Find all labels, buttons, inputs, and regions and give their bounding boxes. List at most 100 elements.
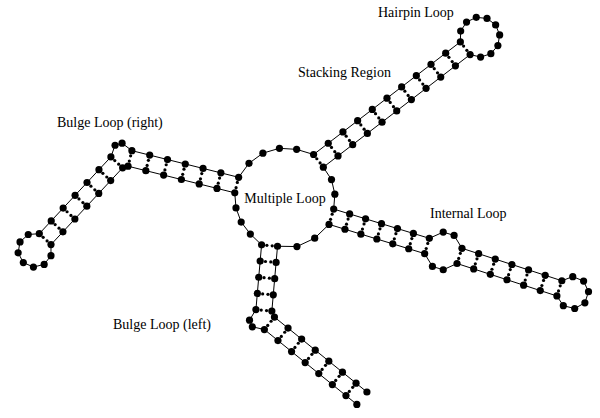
base-pair-dot bbox=[557, 289, 560, 292]
nucleotide-dot bbox=[364, 130, 371, 137]
backbone-strand bbox=[462, 248, 562, 280]
nucleotide-dot bbox=[331, 191, 338, 198]
nucleotide-dot bbox=[483, 15, 490, 22]
nucleotide-dot bbox=[255, 274, 262, 281]
base-pair-dot bbox=[421, 83, 424, 86]
structure-label: Stacking Region bbox=[298, 64, 391, 81]
base-pair-dot bbox=[351, 386, 354, 389]
structure-label: Hairpin Loop bbox=[378, 4, 454, 21]
nucleotide-dot bbox=[325, 358, 332, 365]
base-pair-dot bbox=[128, 159, 131, 162]
base-pair-dot bbox=[457, 257, 460, 260]
nucleotide-dot bbox=[537, 287, 544, 294]
base-pair-dot bbox=[345, 223, 348, 226]
nucleotide-dot bbox=[440, 229, 447, 236]
nucleotide-dot bbox=[427, 61, 434, 68]
base-pair-dot bbox=[462, 45, 465, 48]
nucleotide-dot bbox=[160, 171, 167, 178]
backbone-strand bbox=[39, 157, 111, 234]
nucleotide-dot bbox=[199, 165, 206, 172]
base-pair-dot bbox=[57, 227, 60, 230]
nucleotide-dot bbox=[107, 177, 114, 184]
nucleotide-dot bbox=[453, 260, 460, 267]
base-pair-dot bbox=[490, 268, 493, 271]
nucleotide-dot bbox=[107, 153, 114, 160]
base-pair-dot bbox=[181, 173, 184, 176]
base-pair-dot bbox=[321, 368, 324, 371]
base-pair-dot bbox=[329, 218, 332, 221]
base-pair-dot bbox=[199, 177, 202, 180]
nucleotide-dot bbox=[496, 31, 503, 38]
base-pair-dot bbox=[271, 244, 274, 247]
base-pair-dot bbox=[451, 60, 454, 63]
base-pair-dot bbox=[315, 157, 318, 160]
base-pair-dot bbox=[389, 101, 392, 104]
nucleotide-dot bbox=[363, 388, 370, 395]
base-pair-dot bbox=[331, 213, 334, 216]
base-pair-dot bbox=[436, 71, 439, 74]
base-pair-dot bbox=[163, 168, 166, 171]
backbone-strand bbox=[460, 17, 499, 57]
nucleotide-dot bbox=[470, 265, 477, 272]
base-pair-dot bbox=[69, 214, 72, 217]
nucleotide-dot bbox=[369, 106, 376, 113]
backbone-strand bbox=[557, 277, 589, 309]
nucleotide-dot bbox=[196, 180, 203, 187]
base-pair-dot bbox=[54, 223, 57, 226]
nucleotide-dot bbox=[47, 241, 54, 248]
nucleotide-dot bbox=[429, 263, 436, 270]
nucleotide-dot bbox=[580, 277, 587, 284]
nucleotide-dot bbox=[378, 119, 385, 126]
nucleotide-dot bbox=[494, 42, 501, 49]
nucleotide-dot bbox=[525, 266, 532, 273]
nucleotide-dot bbox=[95, 190, 102, 197]
base-pair-dot bbox=[330, 146, 333, 149]
base-pair-dot bbox=[426, 242, 429, 245]
nucleotide-dot bbox=[182, 160, 189, 167]
nucleotide-dot bbox=[408, 96, 415, 103]
base-pair-dot bbox=[433, 67, 436, 70]
nucleotide-dot bbox=[452, 62, 459, 69]
nucleotide-dot bbox=[451, 232, 458, 239]
nucleotide-dot bbox=[235, 174, 242, 181]
nucleotide-dot bbox=[247, 230, 254, 237]
nucleotide-dot bbox=[346, 210, 353, 217]
base-pair-dot bbox=[265, 244, 268, 247]
backbone-strand bbox=[272, 246, 278, 311]
nucleotide-dot bbox=[293, 243, 300, 250]
base-pair-dot bbox=[474, 262, 477, 265]
base-pair-dot bbox=[268, 277, 271, 280]
base-pair-dot bbox=[117, 163, 120, 166]
base-pair-dot bbox=[200, 172, 203, 175]
nucleotide-dot bbox=[477, 53, 484, 60]
nucleotide-dot bbox=[339, 128, 346, 135]
nucleotide-dot bbox=[473, 14, 480, 21]
base-pair-dot bbox=[146, 164, 149, 167]
nucleotide-dot bbox=[466, 51, 473, 58]
base-pair-dot bbox=[113, 159, 116, 162]
nucleotide-dot bbox=[492, 21, 499, 28]
base-pair-dot bbox=[147, 159, 150, 162]
base-pair-dot bbox=[264, 260, 267, 263]
structure-label: Bulge Loop (left) bbox=[113, 316, 211, 333]
base-pair-dot bbox=[105, 175, 108, 178]
nucleotide-dot bbox=[273, 259, 280, 266]
nucleotide-dot bbox=[142, 167, 149, 174]
base-pair-dot bbox=[410, 237, 413, 240]
base-pair-dot bbox=[45, 239, 48, 242]
nucleotide-dot bbox=[83, 203, 90, 210]
nucleotide-dot bbox=[325, 221, 332, 228]
base-pair-dot bbox=[218, 176, 221, 179]
nucleotide-dot bbox=[111, 142, 118, 149]
base-pair-dot bbox=[447, 56, 450, 59]
nucleotide-dot bbox=[508, 261, 515, 268]
nucleotide-dot bbox=[354, 117, 361, 124]
base-pair-dot bbox=[262, 276, 265, 279]
backbone-strand bbox=[128, 166, 235, 193]
nucleotide-dot bbox=[178, 176, 185, 183]
nucleotide-dot bbox=[378, 220, 385, 227]
base-pair-dot bbox=[559, 284, 562, 287]
base-pair-dot bbox=[465, 49, 468, 52]
base-pair-dot bbox=[307, 357, 310, 360]
